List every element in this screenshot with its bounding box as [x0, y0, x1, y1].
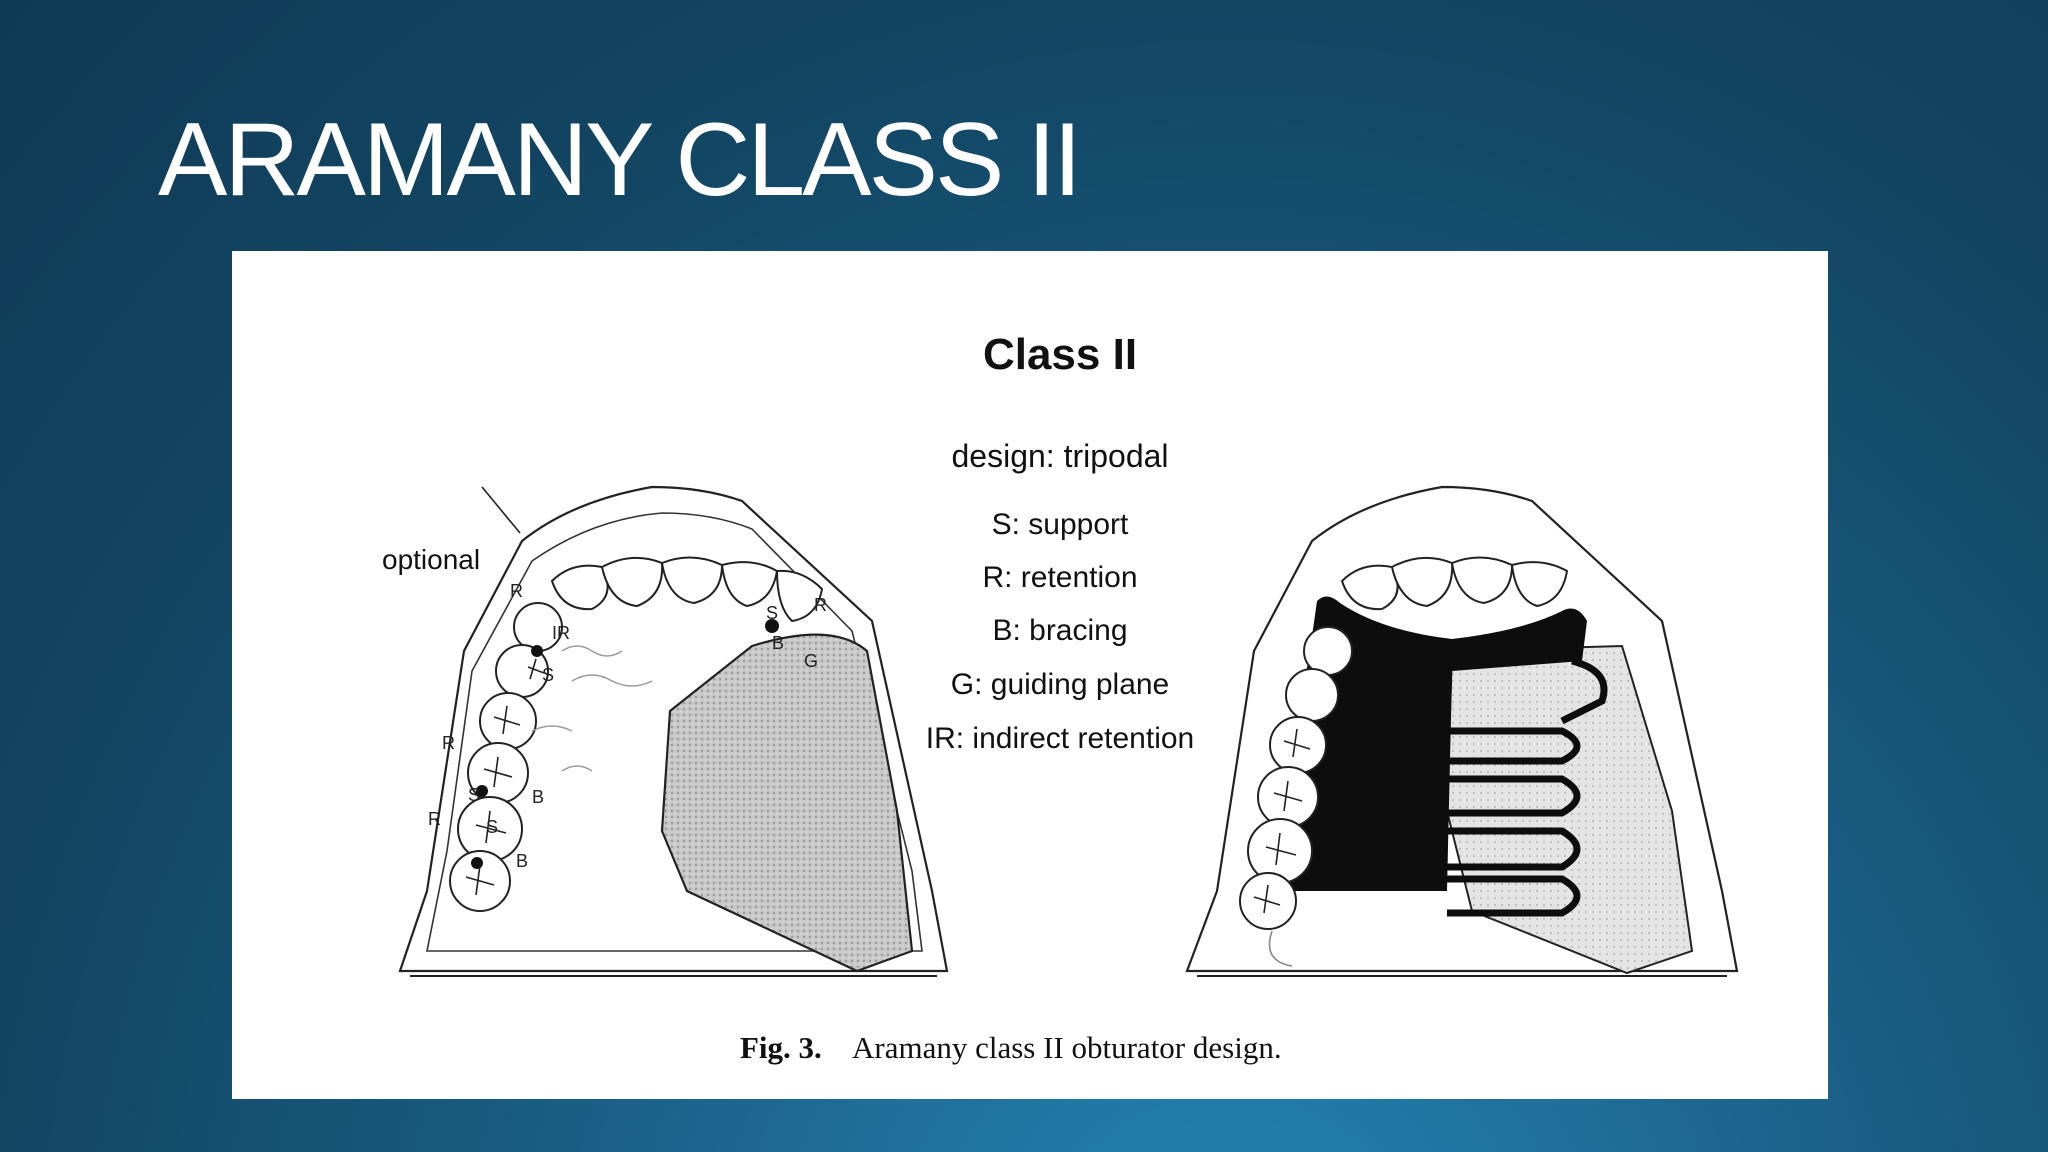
left-arch-drawing: optional R IR S S S R R B B S B R G	[382, 485, 949, 977]
mark-r4: R	[814, 595, 827, 615]
mark-r1: R	[510, 581, 523, 601]
legend-support: S: support	[992, 508, 1129, 541]
optional-label: optional	[382, 544, 480, 575]
caption-text: Aramany class II obturator design.	[852, 1030, 1282, 1065]
mark-s2: S	[468, 785, 480, 805]
mark-s1: S	[542, 665, 554, 685]
mark-b1: B	[532, 787, 544, 807]
mark-g: G	[804, 651, 818, 671]
legend-guiding-plane: G: guiding plane	[951, 668, 1170, 701]
mark-ir: IR	[552, 623, 570, 643]
design-label: design: tripodal	[951, 438, 1168, 474]
slide-title: ARAMANY CLASS II	[158, 102, 1082, 218]
figure-heading: Class II	[983, 330, 1137, 379]
legend-bracing: B: bracing	[992, 614, 1127, 647]
legend-retention: R: retention	[982, 561, 1137, 594]
figure-panel: Class II design: tripodal S: support R: …	[232, 251, 1828, 1099]
obturator-diagram: Class II design: tripodal S: support R: …	[382, 330, 1739, 1065]
legend-indirect-retention: IR: indirect retention	[926, 722, 1194, 755]
mark-s4: S	[766, 603, 778, 623]
mark-s3: S	[486, 817, 498, 837]
mark-r2: R	[442, 733, 455, 753]
mark-r3: R	[428, 809, 441, 829]
mark-b3: B	[772, 633, 784, 653]
caption-fig-label: Fig. 3.	[740, 1030, 822, 1065]
mark-b2: B	[516, 851, 528, 871]
right-arch-drawing	[1185, 485, 1739, 977]
